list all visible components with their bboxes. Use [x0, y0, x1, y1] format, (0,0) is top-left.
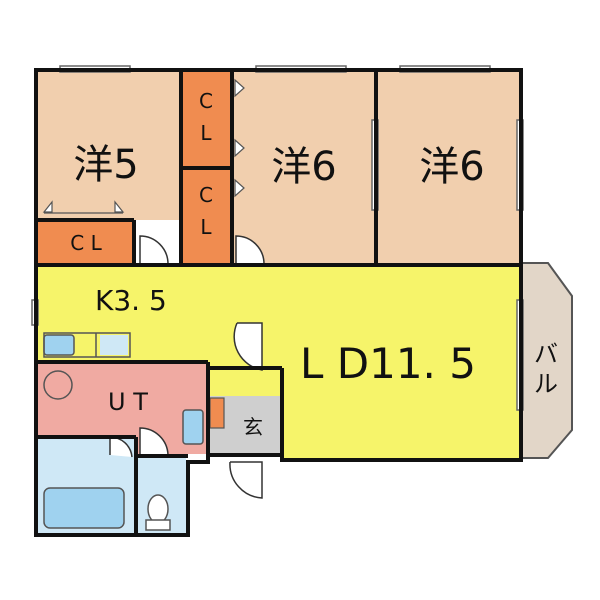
ldk-area: [36, 265, 521, 460]
toilet-tank: [145, 519, 171, 531]
west-room-2: [232, 70, 376, 265]
label-closet-1: C L: [70, 231, 102, 255]
shoe-box: [209, 397, 225, 429]
label-closet-3-top: C: [199, 183, 213, 207]
label-closet-2-bottom: L: [200, 121, 212, 145]
label-west-room-2: 洋6: [271, 144, 336, 190]
bathtub: [43, 487, 125, 529]
label-west-room-1: 洋5: [73, 142, 138, 188]
label-balcony-top: バ: [534, 340, 558, 368]
label-west-room-3: 洋6: [419, 144, 484, 190]
label-utility: U T: [108, 388, 148, 416]
fridge-space: [100, 335, 128, 355]
closet-2: [181, 70, 232, 168]
kitchen-counter: [43, 332, 131, 358]
label-balcony-bottom: ル: [534, 370, 558, 398]
washer-circle: [43, 370, 73, 400]
closet-1: [36, 220, 134, 265]
west-room-1: [36, 70, 181, 220]
label-living-dining: L D11. 5: [300, 339, 476, 388]
label-entrance: 玄: [243, 415, 263, 439]
label-closet-2-top: C: [199, 89, 213, 113]
label-kitchen: K3. 5: [95, 284, 167, 317]
walls: [34, 68, 523, 537]
entrance-hall-upper: [208, 368, 282, 396]
west-room-3: [376, 70, 521, 265]
kitchen-sink: [43, 334, 75, 356]
label-closet-3-bottom: L: [200, 215, 212, 239]
closet-3: [181, 168, 232, 265]
closet-door-marks: [42, 78, 245, 214]
toilet-bowl: [147, 494, 169, 524]
wash-basin: [182, 409, 204, 445]
